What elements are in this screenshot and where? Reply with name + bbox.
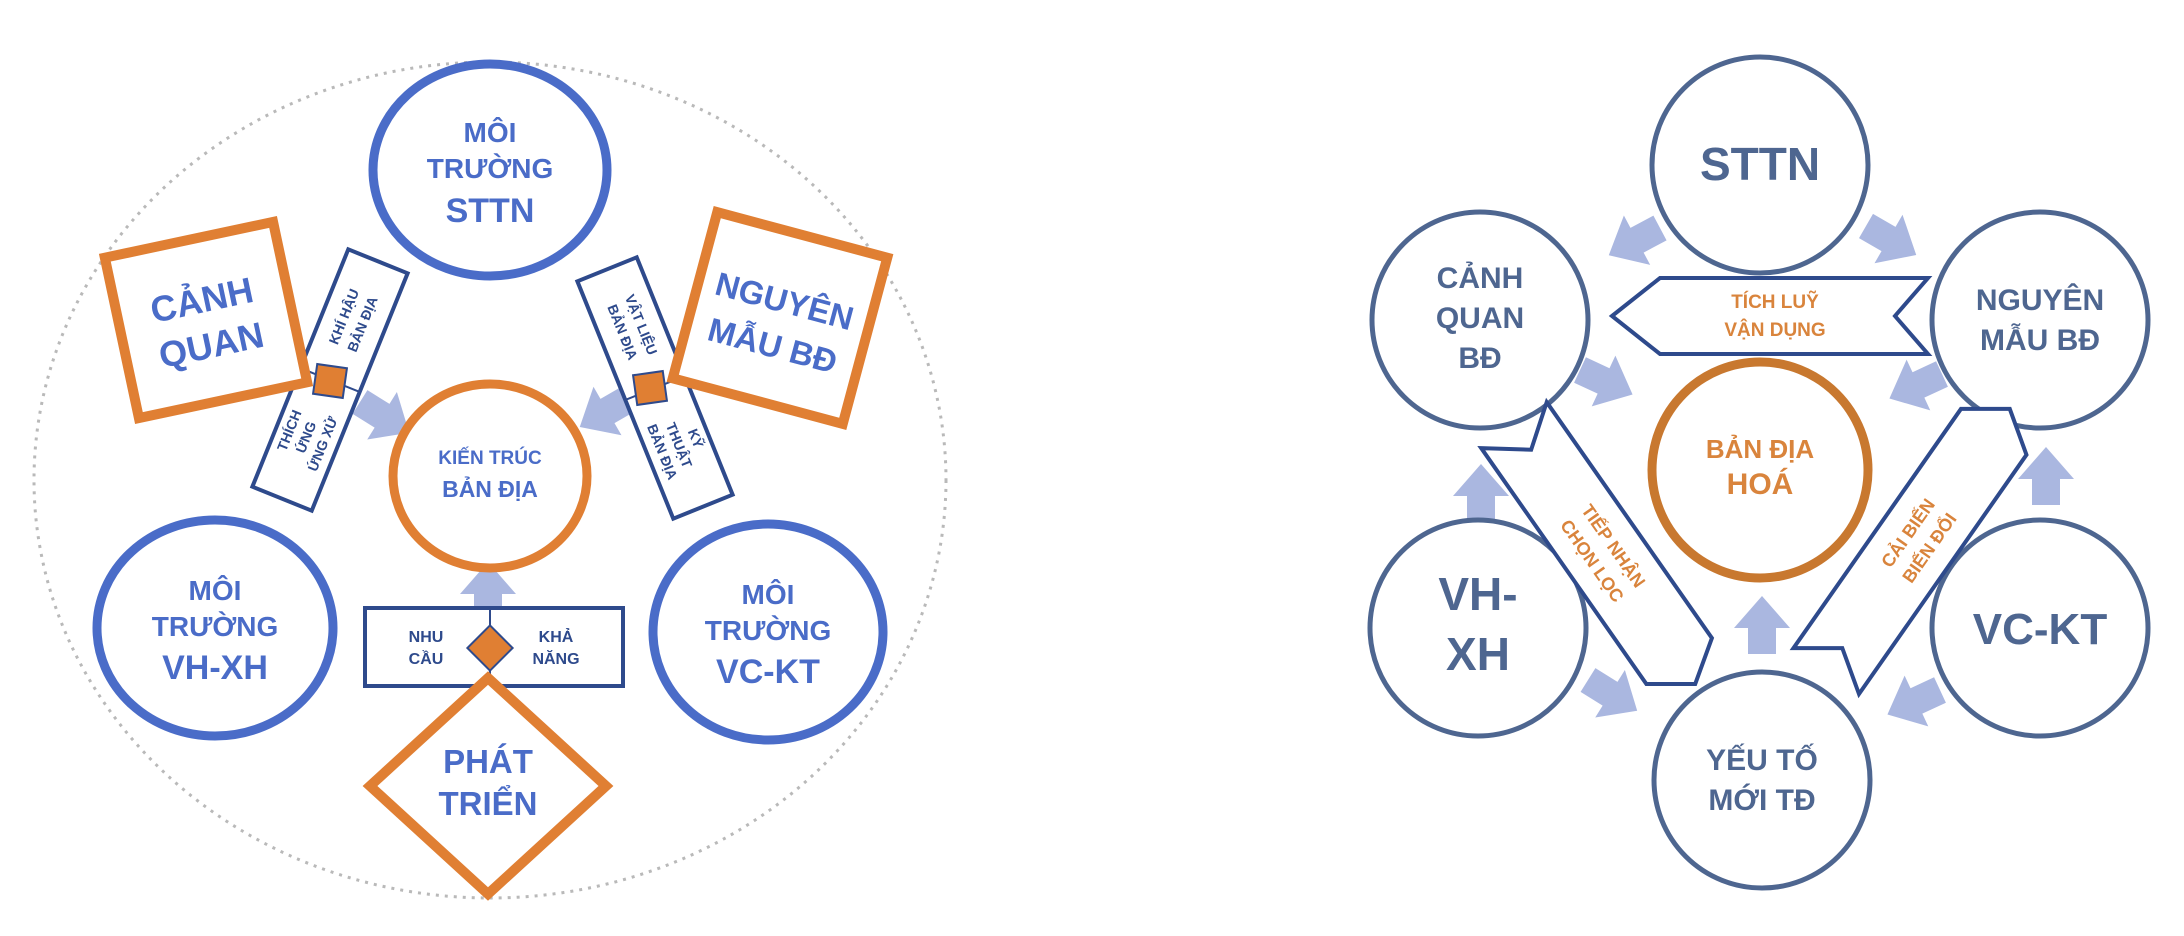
joint-left xyxy=(311,362,349,400)
env-sttn-line-2: TRƯỜNG xyxy=(427,153,553,184)
joint-right xyxy=(631,369,669,407)
canh-quan-bd-line-2: QUAN xyxy=(1436,302,1524,335)
nguyen-mau-bd-circle: NGUYÊN MẪU BĐ xyxy=(1929,209,2151,431)
env-sttn-line-3: STTN xyxy=(446,192,535,230)
tich-luy-van-dung-banner: TÍCH LUỸ VẬN DỤNG xyxy=(1608,276,1933,356)
nguyen-mau-bd-line-1: NGUYÊN xyxy=(1976,283,2104,317)
env-vckt-line-2: TRƯỜNG xyxy=(705,615,831,646)
canh-quan-bd-line-3: BĐ xyxy=(1458,342,1501,375)
env-vckt-line-3: VC-KT xyxy=(716,653,820,691)
yeu-to-moi-circle: YẾU TỐ MỚI TĐ xyxy=(1651,669,1873,891)
vc-kt-circle: VC-KT xyxy=(1929,517,2151,739)
left-diagram: MÔI TRƯỜNG STTN MÔI TRƯỜNG VH-XH MÔI TRƯ… xyxy=(32,59,948,901)
vh-xh-line-1: VH- xyxy=(1438,568,1517,620)
env-sttn-line-1: MÔI xyxy=(464,116,517,148)
sttn-circle: STTN xyxy=(1649,54,1871,276)
tich-luy-line-2: VẬN DỤNG xyxy=(1724,319,1825,341)
vh-xh-circle: VH- XH xyxy=(1367,517,1589,739)
nguyen-mau-bd-line-2: MẪU BĐ xyxy=(1980,323,2100,357)
ban-dia-hoa-line-2: HOÁ xyxy=(1727,467,1794,501)
center-line-2: BẢN ĐỊA xyxy=(442,474,538,502)
ban-dia-hoa-circle: BẢN ĐỊA HOÁ xyxy=(1647,357,1873,583)
env-vhxh-circle: MÔI TRƯỜNG VH-XH xyxy=(92,515,338,741)
env-vhxh-line-1: MÔI xyxy=(189,574,242,606)
yeu-to-line-2: MỚI TĐ xyxy=(1708,783,1815,817)
phat-trien-diamond: PHÁT TRIỂN xyxy=(362,671,614,901)
kha-nang-line-1: KHẢ xyxy=(539,627,574,646)
kha-nang-line-2: NĂNG xyxy=(532,649,579,668)
vc-kt-label: VC-KT xyxy=(1973,605,2108,654)
phat-trien-line-1: PHÁT xyxy=(443,743,533,780)
canh-quan-bd-circle: CẢNH QUAN BĐ xyxy=(1369,209,1591,431)
sttn-label: STTN xyxy=(1700,138,1820,190)
nhu-cau-line-2: CẦU xyxy=(409,649,444,668)
joint-bottom xyxy=(465,623,515,673)
env-vckt-line-1: MÔI xyxy=(742,578,795,610)
nhu-cau-line-1: NHU xyxy=(409,629,444,646)
nhu-cau-kha-nang-tag: NHU CẦU KHẢ NĂNG xyxy=(363,606,625,688)
kien-truc-ban-dia-circle: KIẾN TRÚC BẢN ĐỊA xyxy=(388,379,592,573)
env-vckt-circle: MÔI TRƯỜNG VC-KT xyxy=(648,519,888,745)
ky-thuat-line-1: KỸ xyxy=(685,426,708,451)
env-vhxh-line-3: VH-XH xyxy=(162,649,268,687)
tich-luy-line-1: TÍCH LUỸ xyxy=(1731,291,1819,313)
yeu-to-line-1: YẾU TỐ xyxy=(1706,743,1818,777)
env-sttn-circle: MÔI TRƯỜNG STTN xyxy=(368,59,612,281)
canh-quan-square: CẢNH QUAN xyxy=(98,215,314,425)
phat-trien-line-2: TRIỂN xyxy=(439,785,538,822)
ban-dia-hoa-line-1: BẢN ĐỊA xyxy=(1706,434,1815,464)
vh-xh-line-2: XH xyxy=(1446,628,1510,680)
center-line-1: KIẾN TRÚC xyxy=(438,447,542,469)
canh-quan-bd-line-1: CẢNH xyxy=(1437,261,1524,295)
nguyen-mau-square: NGUYÊN MẪU BĐ xyxy=(666,206,894,430)
env-vhxh-line-2: TRƯỜNG xyxy=(152,611,278,642)
right-diagram: STTN CẢNH QUAN BĐ NGUYÊN MẪU BĐ VH- XH V… xyxy=(1367,54,2151,891)
